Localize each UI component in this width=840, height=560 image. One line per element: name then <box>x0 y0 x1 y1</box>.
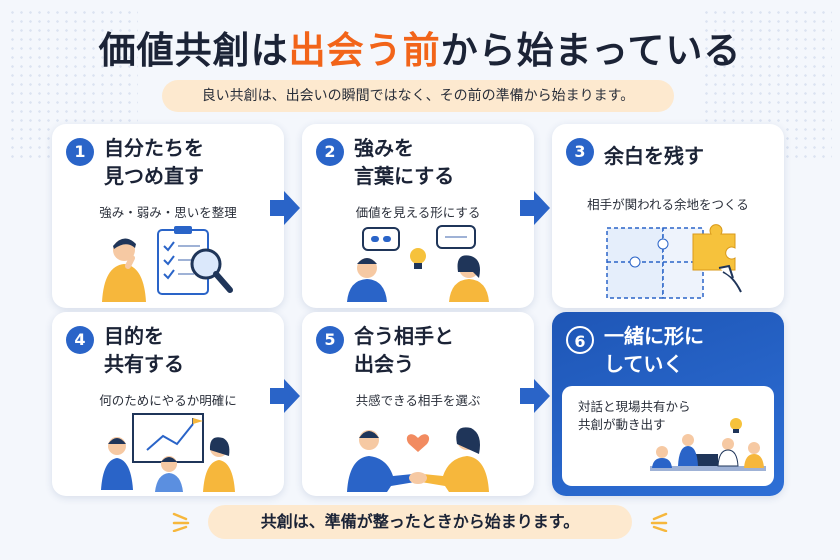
step-number-1: 1 <box>66 138 94 166</box>
arrow-right-icon <box>520 379 550 413</box>
conversation-idea-icon <box>302 222 534 304</box>
footer-banner: 共創は、準備が整ったときから始まります。 <box>208 505 632 539</box>
step-desc-4: 何のためにやるか明確に <box>99 393 237 408</box>
page-title: 価値共創は出会う前から始まっている <box>0 20 840 74</box>
step-heading-2-line1: 強みを <box>354 136 414 160</box>
step-heading-1-line1: 自分たちを <box>104 136 204 160</box>
step-heading-6-line1: 一緒に形に <box>604 324 704 348</box>
step-number-5: 5 <box>316 326 344 354</box>
step-number-6: 6 <box>566 326 594 354</box>
arrow-right-icon <box>270 379 300 413</box>
step-heading-2-line2: 言葉にする <box>354 164 455 188</box>
step-number-3: 3 <box>566 138 594 166</box>
step-number-2: 2 <box>316 138 344 166</box>
arrow-right-icon <box>270 191 300 225</box>
step-card-6: 6 一緒に形に していく 対話と現場共有から 共創が動き出す <box>552 312 784 496</box>
arrow-right-icon <box>520 191 550 225</box>
step-6-content-panel: 対話と現場共有から 共創が動き出す <box>562 386 774 486</box>
step-heading-6-line2: していく <box>604 352 684 376</box>
title-part-1: 価値共創は <box>98 29 289 72</box>
step-desc-5: 共感できる相手を選ぶ <box>355 393 481 408</box>
step-heading-4-line2: 共有する <box>104 352 184 376</box>
step-desc-3: 相手が関われる余地をつくる <box>587 197 749 212</box>
step-heading-2: 強みを 言葉にする <box>354 134 524 190</box>
step-card-4: 4 目的を 共有する 何のためにやるか明確に <box>52 312 284 496</box>
step-heading-4: 目的を 共有する <box>104 322 274 378</box>
team-goal-icon <box>52 410 284 492</box>
step-heading-3-line1: 余白を残す <box>604 144 704 168</box>
step-desc-2: 価値を見える形にする <box>355 205 481 220</box>
step-card-3: 3 余白を残す 相手が関われる余地をつくる <box>552 124 784 308</box>
step-heading-1: 自分たちを 見つめ直す <box>104 134 274 190</box>
step-desc-6-line1: 対話と現場共有から <box>578 399 691 414</box>
step-heading-3: 余白を残す <box>604 142 774 170</box>
step-card-2: 2 強みを 言葉にする 価値を見える形にする <box>302 124 534 308</box>
step-heading-5-line1: 合う相手と <box>354 324 454 348</box>
title-part-2: から始まっている <box>440 29 742 72</box>
step-desc-6: 対話と現場共有から 共創が動き出す <box>578 398 774 434</box>
handshake-icon <box>302 410 534 492</box>
step-heading-5-line2: 出会う <box>354 352 414 376</box>
step-heading-5: 合う相手と 出会う <box>354 322 524 378</box>
sparkle-lines-icon <box>172 512 190 532</box>
title-accent: 出会う前 <box>288 29 441 72</box>
step-desc-6-line2: 共創が動き出す <box>578 417 666 432</box>
step-heading-4-line1: 目的を <box>104 324 164 348</box>
step-number-4: 4 <box>66 326 94 354</box>
puzzle-icon <box>552 222 784 304</box>
sparkle-lines-icon <box>650 512 668 532</box>
step-card-1: 1 自分たちを 見つめ直す 強み・弱み・思いを整理 <box>52 124 284 308</box>
subtitle-banner: 良い共創は、出会いの瞬間ではなく、その前の準備から始まります。 <box>162 80 674 112</box>
step-card-5: 5 合う相手と 出会う 共感できる相手を選ぶ <box>302 312 534 496</box>
team-collaboration-icon <box>640 416 770 484</box>
step-heading-6: 一緒に形に していく <box>604 322 774 378</box>
step-heading-1-line2: 見つめ直す <box>104 164 204 188</box>
step-desc-1: 強み・弱み・思いを整理 <box>99 205 237 220</box>
self-reflection-icon <box>52 222 284 304</box>
